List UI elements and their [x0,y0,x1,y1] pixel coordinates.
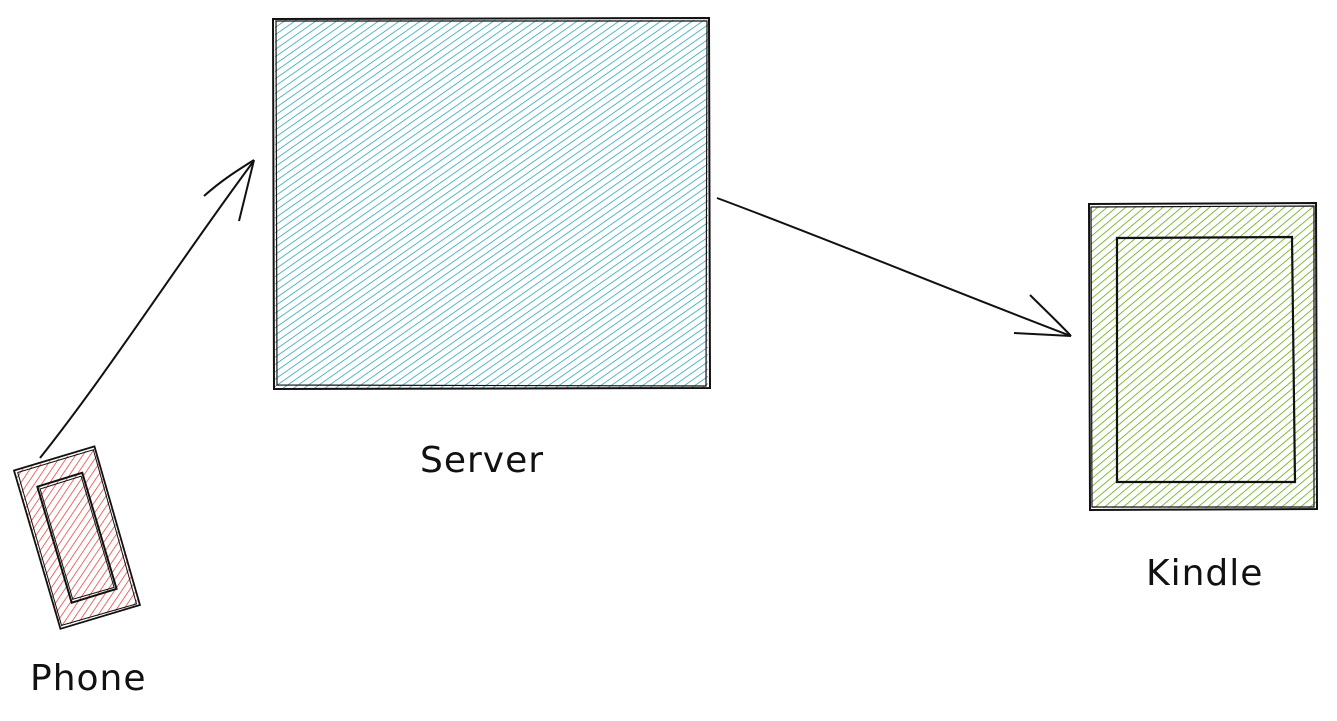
kindle-node [1087,201,1319,512]
kindle-border-sketch [1090,205,1315,508]
kindle-border [1087,201,1319,512]
kindle-screen [1115,235,1297,484]
phone-screen-sketch [39,475,115,600]
arrow-phone-to-server-head-left [203,159,255,197]
phone-node [12,445,142,630]
server-border [271,16,712,391]
arrow-server-to-kindle [716,197,1072,337]
phone-screen [36,471,118,604]
server-border-sketch [275,20,708,387]
phone-label: Phone [30,658,147,699]
server-fill [275,20,708,388]
kindle-fill [1091,206,1316,508]
arrow-phone-to-server-line [39,161,254,459]
arrow-server-to-kindle-line [716,197,1072,337]
arrow-phone-to-server-head-right [238,159,255,222]
server-node [271,16,712,391]
arrow-phone-to-server [39,159,255,459]
phone-border-sketch [17,449,138,626]
server-label: Server [420,440,544,481]
arrow-server-to-kindle-head-top [1029,294,1072,337]
arrow-server-to-kindle-head-bottom [1013,332,1072,337]
phone-border [12,445,142,630]
phone-fill [15,448,139,627]
kindle-label: Kindle [1146,553,1263,594]
